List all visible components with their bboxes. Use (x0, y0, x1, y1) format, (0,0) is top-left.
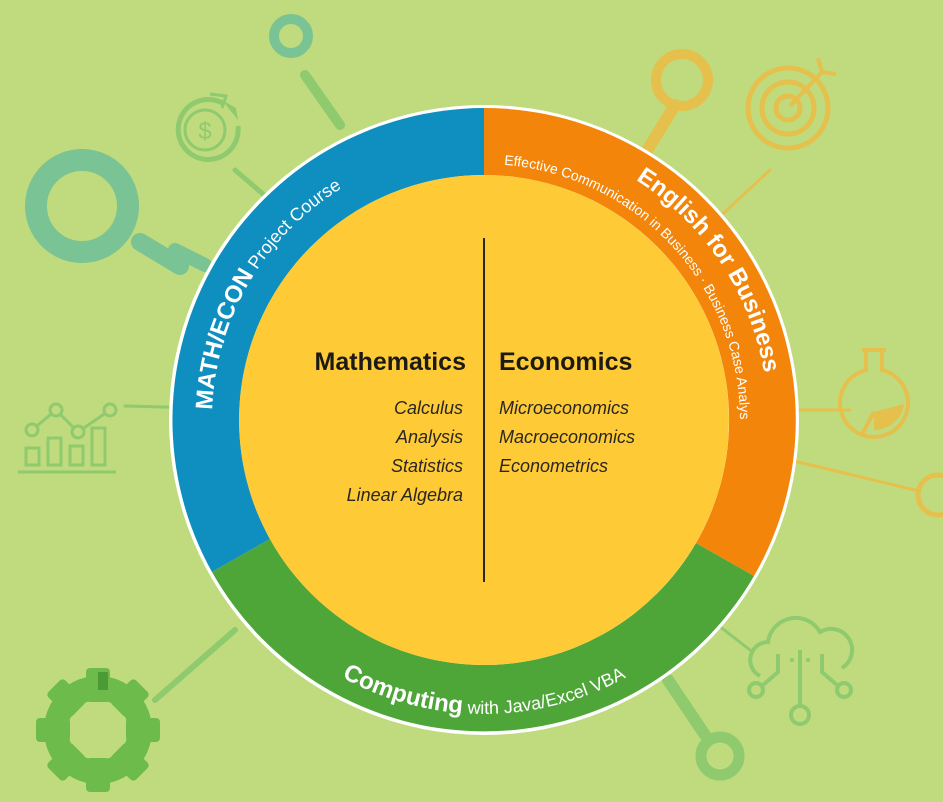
ring-segment-blue (172, 108, 484, 572)
svg-text:$: $ (198, 118, 211, 145)
decor-ring (651, 49, 713, 111)
dollar-coin-icon: $ (175, 92, 241, 162)
subject-analysis: Analysis (395, 427, 463, 447)
magnifier-icon (25, 149, 189, 275)
connector-line (168, 243, 212, 272)
decor-ring (269, 14, 313, 58)
lab-flask-icon (838, 348, 910, 439)
economics-title: Economics (499, 348, 632, 376)
connector-line (152, 627, 238, 703)
line-bar-chart-icon (18, 402, 118, 474)
target-arrow-icon (745, 57, 837, 151)
decor-ring (695, 731, 745, 781)
connector-line (788, 458, 917, 492)
subject-statistics: Statistics (391, 456, 463, 476)
subject-linear-algebra: Linear Algebra (347, 485, 463, 505)
subject-macroeconomics: Macroeconomics (499, 427, 635, 447)
subject-calculus: Calculus (394, 398, 463, 418)
ring-segment-green (212, 539, 754, 732)
ring-segment-orange (484, 108, 796, 576)
decor-ring (915, 472, 943, 518)
subject-econometrics: Econometrics (499, 456, 608, 476)
cloud-network-icon (747, 615, 855, 726)
subject-microeconomics: Microeconomics (499, 398, 629, 418)
connector-line (662, 674, 711, 741)
gear-icon (36, 668, 160, 792)
connector-line (300, 70, 345, 130)
mathematics-title: Mathematics (315, 348, 466, 376)
